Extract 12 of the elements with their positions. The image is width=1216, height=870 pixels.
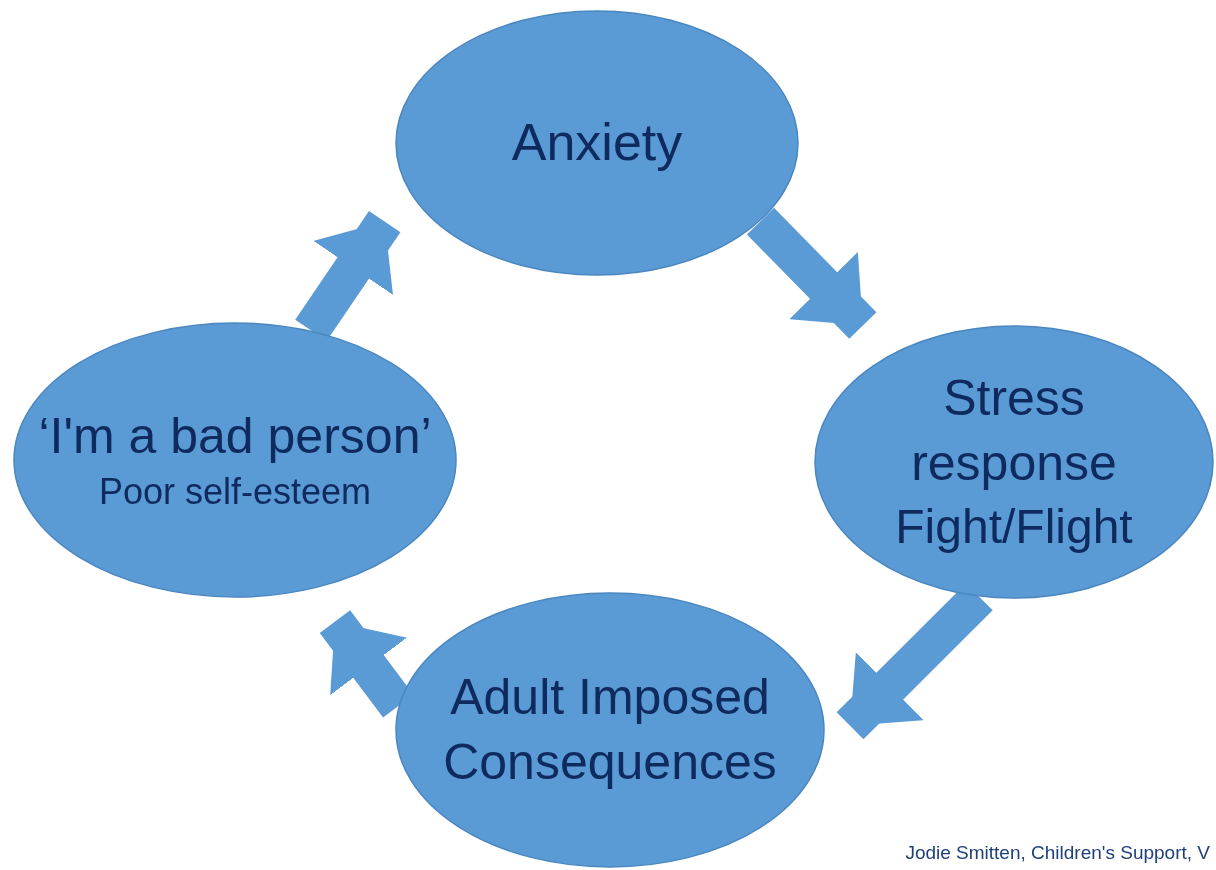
node-text: Stress response (910, 368, 1118, 493)
node-text: Adult Imposed Consequences (442, 668, 778, 792)
ellipse (814, 325, 1214, 599)
node-text: Poor self-esteem (98, 470, 372, 515)
node-text: Anxiety (511, 112, 683, 174)
ellipse (395, 592, 825, 868)
ellipse (13, 322, 457, 598)
ellipse (395, 10, 799, 276)
node-text: Fight/Flight (895, 498, 1133, 555)
node-text: ‘I'm a bad person’ (38, 407, 432, 467)
block-arrow (746, 207, 877, 339)
credit-text: Jodie Smitten, Children's Support, V (905, 842, 1210, 864)
